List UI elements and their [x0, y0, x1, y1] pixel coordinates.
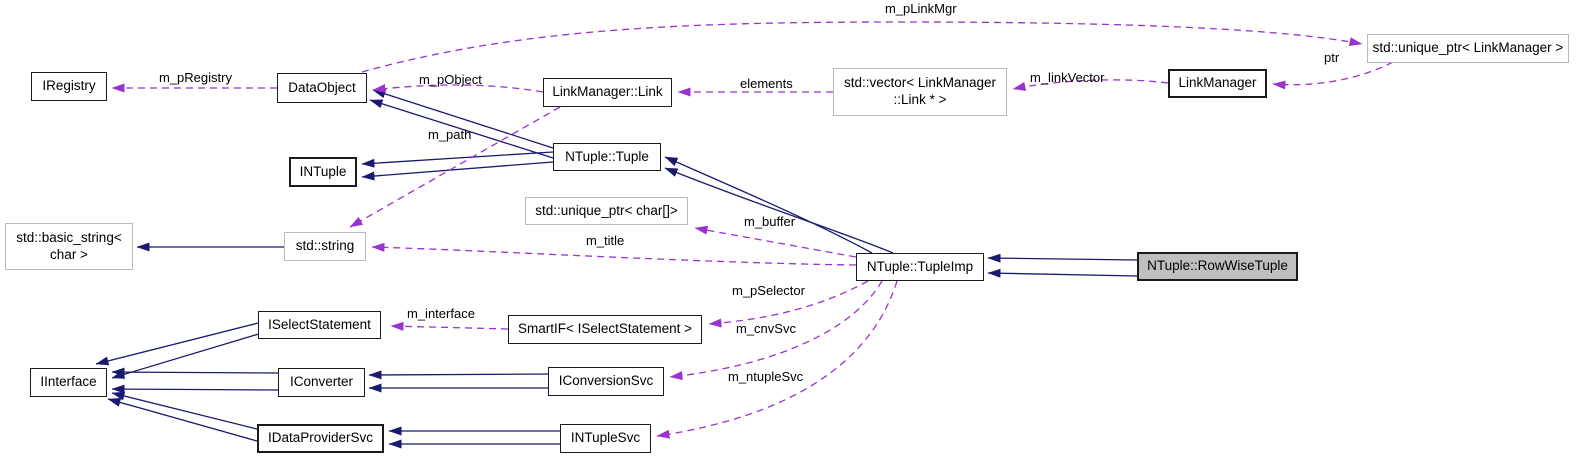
node-ntuple-rowwisetuple: NTuple::RowWiseTuple	[1137, 252, 1298, 281]
edge-label-m-cnvsvc: m_cnvSvc	[736, 321, 796, 336]
edge-label-m-pobject: m_pObject	[419, 72, 482, 87]
node-ntuple-tupleimp[interactable]: NTuple::TupleImp	[856, 253, 984, 281]
node-linkmanager[interactable]: LinkManager	[1168, 69, 1267, 98]
edge-label-m-pregistry: m_pRegistry	[159, 70, 232, 85]
node-iselectstatement[interactable]: ISelectStatement	[258, 311, 381, 339]
node-iinterface[interactable]: IInterface	[30, 368, 107, 397]
edge-label-m-title: m_title	[586, 233, 625, 248]
node-intuplesvc[interactable]: INTupleSvc	[560, 424, 651, 453]
node-std-string: std::string	[284, 232, 366, 261]
node-std-basic-string: std::basic_string< char >	[5, 223, 133, 270]
node-ntuple-tuple[interactable]: NTuple::Tuple	[553, 143, 661, 171]
node-idataprovidersvc[interactable]: IDataProviderSvc	[257, 424, 384, 453]
node-std-unique-ptr-linkmanager: std::unique_ptr< LinkManager >	[1367, 34, 1569, 63]
edge-label-m-path: m_path	[428, 127, 472, 142]
node-smartif-iselectstatement[interactable]: SmartIF< ISelectStatement >	[508, 315, 702, 344]
edge-label-m-ntuplesvc: m_ntupleSvc	[728, 369, 804, 384]
node-iconverter[interactable]: IConverter	[278, 368, 365, 397]
edge-label-m-buffer: m_buffer	[744, 214, 796, 229]
edge-label-ptr: ptr	[1324, 50, 1340, 65]
edge-label-elements: elements	[740, 76, 793, 91]
edge-label-m-linkvector: m_linkVector	[1030, 70, 1105, 85]
node-dataobject[interactable]: DataObject	[277, 73, 367, 103]
node-iregistry[interactable]: IRegistry	[31, 72, 107, 101]
edge-label-m-interface: m_interface	[407, 306, 475, 321]
edge-label-m-plinkmgr: m_pLinkMgr	[885, 1, 957, 16]
node-std-unique-ptr-char: std::unique_ptr< char[]>	[525, 197, 688, 225]
node-linkmanager-link[interactable]: LinkManager::Link	[543, 78, 672, 107]
node-std-vector-linkmanager-link: std::vector< LinkManager ::Link * >	[833, 68, 1007, 116]
node-iconversionsvc[interactable]: IConversionSvc	[548, 367, 664, 396]
edge-label-m-pselector: m_pSelector	[732, 283, 805, 298]
node-intuple[interactable]: INTuple	[289, 157, 357, 187]
